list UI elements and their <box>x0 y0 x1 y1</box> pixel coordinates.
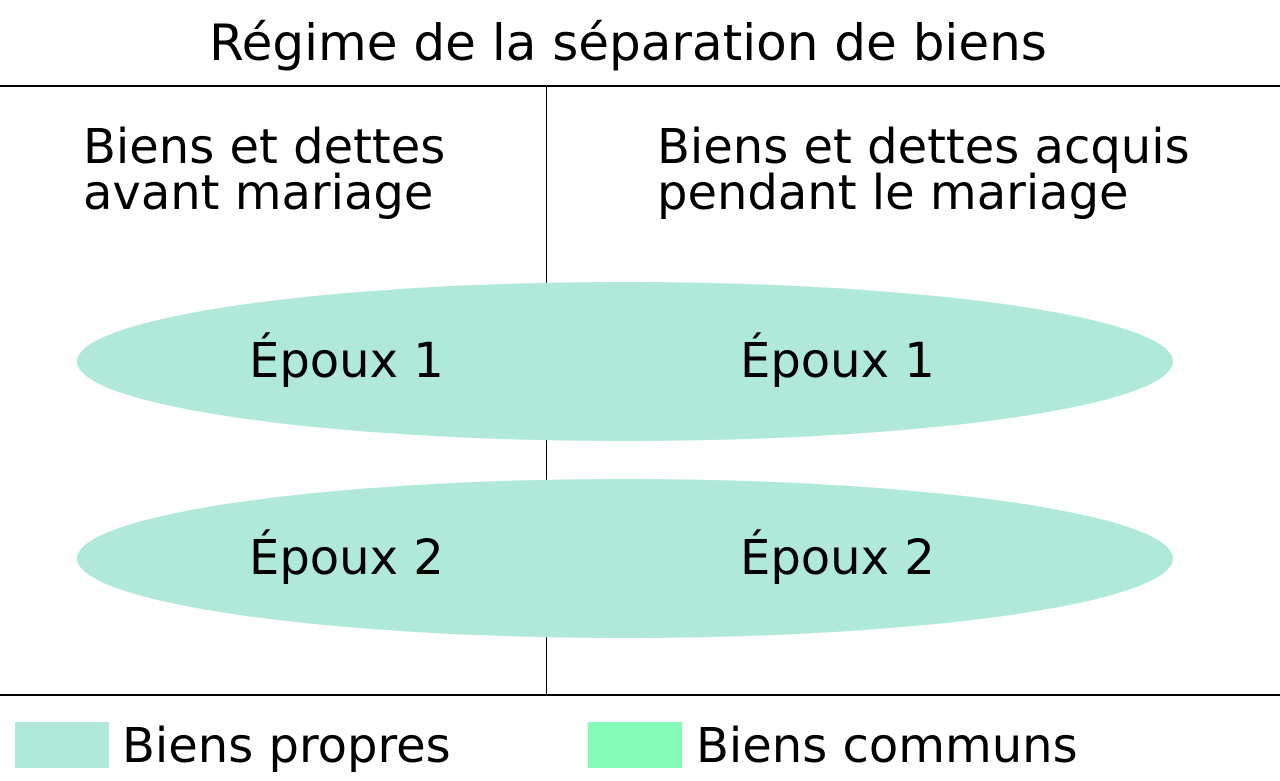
spouse-2-before-label: Époux 2 <box>249 530 444 586</box>
spouse-2-during-label: Époux 2 <box>740 530 935 586</box>
column-header-during-marriage: Biens et dettes acquis pendant le mariag… <box>657 119 1190 221</box>
spouse-2-ellipse <box>77 479 1173 638</box>
spouse-1-during-label: Époux 1 <box>740 333 935 389</box>
column-header-before-marriage-line2: avant mariage <box>83 165 434 221</box>
column-header-during-marriage-line1: Biens et dettes acquis <box>657 119 1190 175</box>
column-header-during-marriage-line2: pendant le mariage <box>657 165 1129 221</box>
legend-common-label: Biens communs <box>696 718 1078 774</box>
top-divider <box>0 85 1280 87</box>
spouse-1-before-label: Époux 1 <box>249 333 444 389</box>
legend-common-swatch <box>588 722 682 768</box>
column-header-before-marriage-line1: Biens et dettes <box>83 119 446 175</box>
page-title: Régime de la séparation de biens <box>209 14 1047 72</box>
bottom-divider <box>0 694 1280 696</box>
spouse-1-ellipse <box>77 282 1173 441</box>
legend-own-label: Biens propres <box>122 718 451 774</box>
column-header-before-marriage: Biens et dettes avant mariage <box>83 119 446 221</box>
legend-own-swatch <box>15 722 109 768</box>
